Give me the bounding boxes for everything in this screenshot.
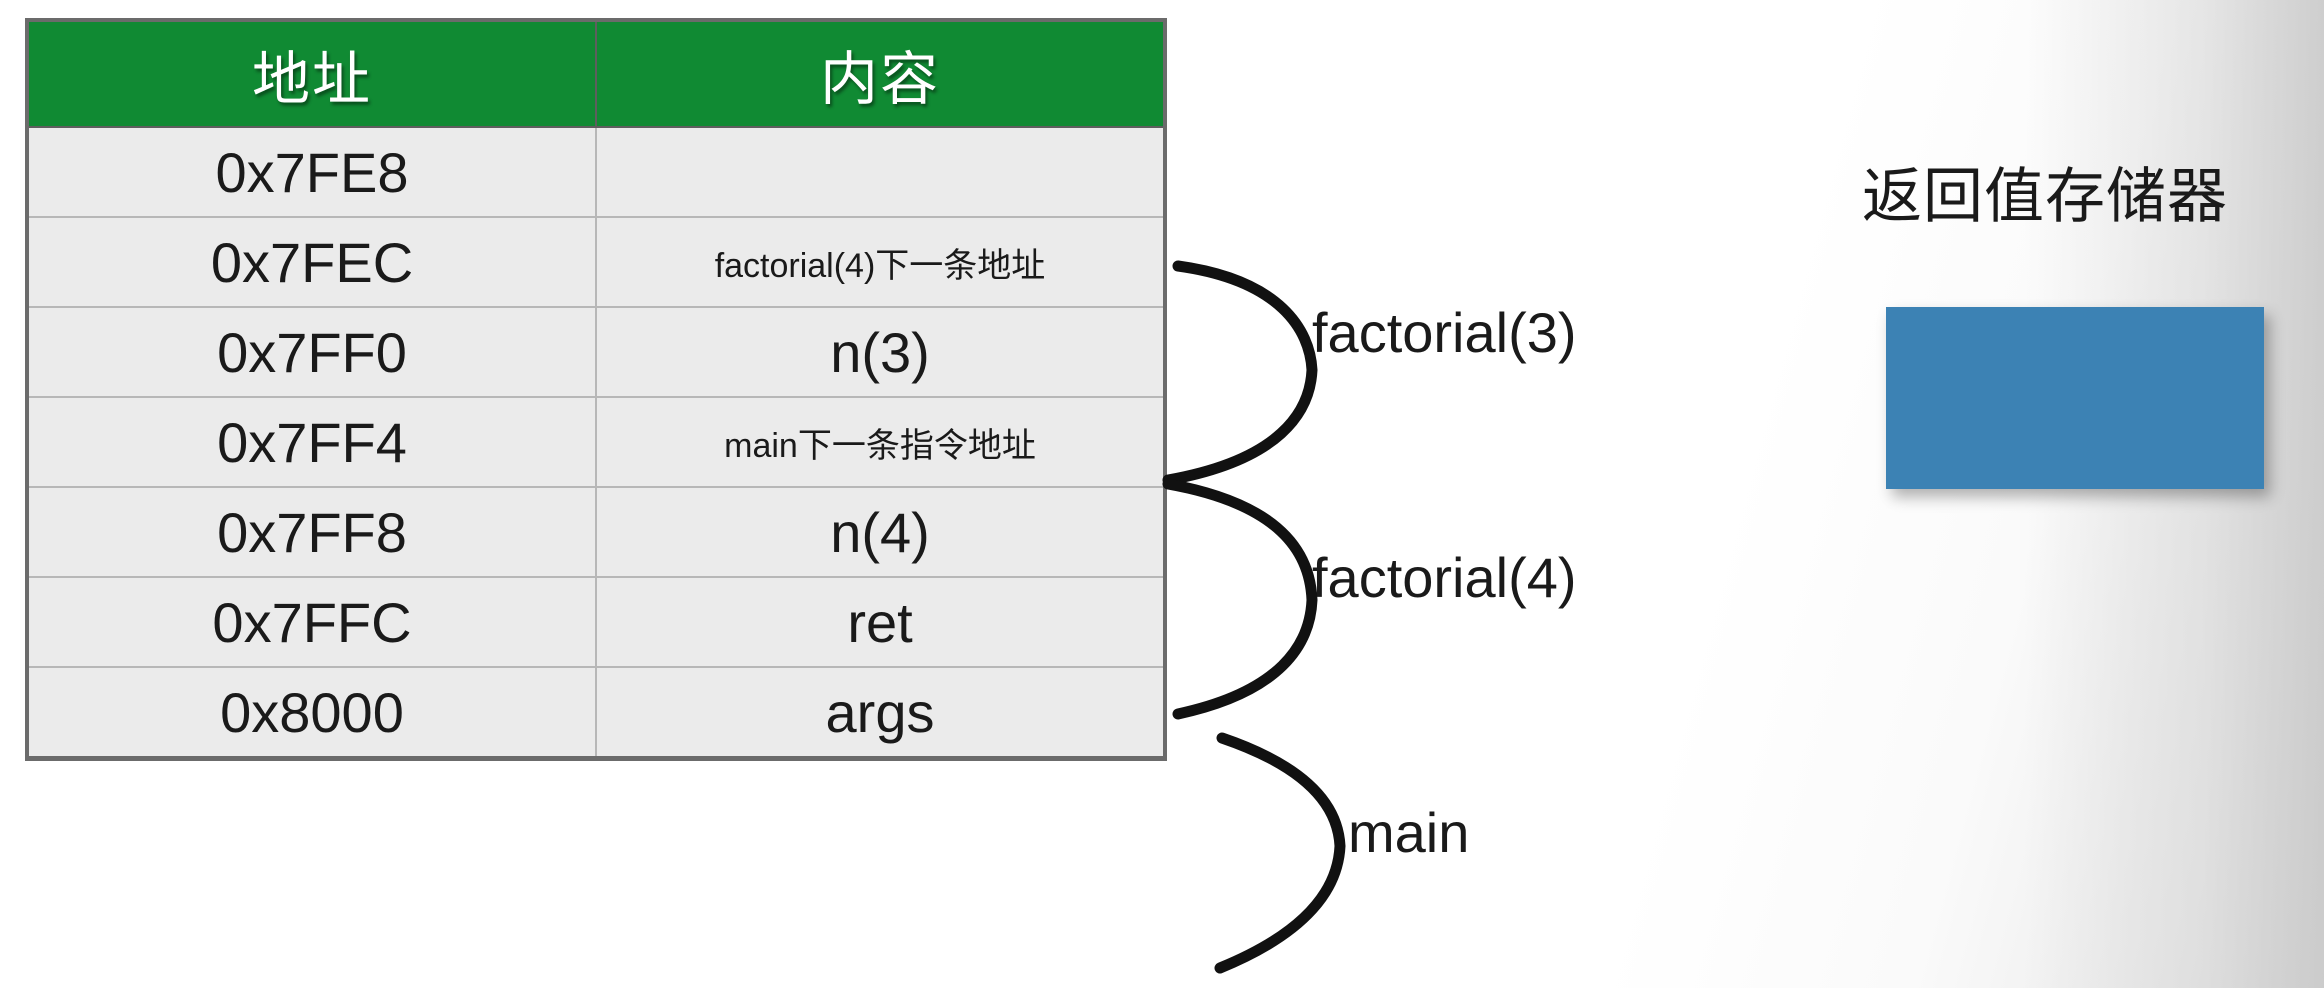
table-row: 0x7FF4 main下一条指令地址 bbox=[25, 396, 1167, 488]
return-value-register-panel: 返回值存储器 bbox=[1862, 148, 2264, 489]
brace-main-icon bbox=[1214, 732, 1346, 974]
column-header-content: 内容 bbox=[595, 18, 1167, 128]
table-row: 0x7FF0 n(3) bbox=[25, 306, 1167, 398]
cell-content: main下一条指令地址 bbox=[595, 396, 1167, 488]
table-row: 0x7FEC factorial(4)下一条地址 bbox=[25, 216, 1167, 308]
cell-address: 0x7FFC bbox=[25, 576, 597, 668]
cell-address: 0x7FEC bbox=[25, 216, 597, 308]
table-header-row: 地址 内容 bbox=[25, 18, 1167, 128]
table-row: 0x8000 args bbox=[25, 666, 1167, 761]
frame-label-main: main bbox=[1348, 801, 1470, 864]
return-value-register-box bbox=[1886, 307, 2264, 489]
table-row: 0x7FE8 bbox=[25, 126, 1167, 218]
cell-content bbox=[595, 126, 1167, 218]
cell-content: n(4) bbox=[595, 486, 1167, 578]
column-header-address: 地址 bbox=[25, 18, 597, 128]
cell-content: factorial(4)下一条地址 bbox=[595, 216, 1167, 308]
return-value-register-title: 返回值存储器 bbox=[1862, 163, 2228, 230]
table-row: 0x7FF8 n(4) bbox=[25, 486, 1167, 578]
cell-address: 0x7FE8 bbox=[25, 126, 597, 218]
frame-label-factorial-4: factorial(4) bbox=[1312, 546, 1577, 609]
frame-label-factorial-3: factorial(3) bbox=[1312, 301, 1577, 364]
cell-content: ret bbox=[595, 576, 1167, 668]
stack-memory-table: 地址 内容 0x7FE8 0x7FEC factorial(4)下一条地址 0x… bbox=[25, 18, 1167, 761]
table-row: 0x7FFC ret bbox=[25, 576, 1167, 668]
brace-factorial-4-icon bbox=[1162, 478, 1318, 720]
cell-address: 0x7FF0 bbox=[25, 306, 597, 398]
cell-address: 0x7FF8 bbox=[25, 486, 597, 578]
cell-content: n(3) bbox=[595, 306, 1167, 398]
cell-address: 0x7FF4 bbox=[25, 396, 597, 488]
brace-factorial-3-icon bbox=[1162, 260, 1318, 486]
cell-content: args bbox=[595, 666, 1167, 761]
cell-address: 0x8000 bbox=[25, 666, 597, 761]
